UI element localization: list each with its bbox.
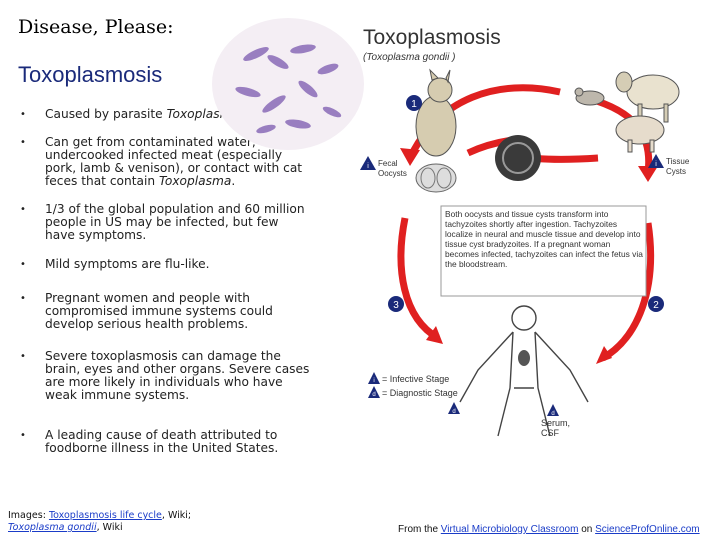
- bullet-item: • 1/3 of the global population and 60 mi…: [18, 203, 310, 242]
- bullet-text: Mild symptoms are flu-like.: [45, 257, 210, 271]
- footer-attribution: From the Virtual Microbiology Classroom …: [398, 524, 700, 535]
- svg-text:d: d: [452, 409, 455, 415]
- description-box: [440, 205, 647, 297]
- credit-link-lifecycle[interactable]: Toxoplasmosis life cycle: [48, 510, 162, 521]
- bullet-text: 1/3 of the global population and 60 mill…: [45, 202, 305, 242]
- sheep-illustration: [615, 71, 680, 123]
- bullet-dot: •: [20, 430, 26, 441]
- footer-link-site[interactable]: ScienceProfOnline.com: [595, 524, 700, 535]
- life-cycle-diagram: Toxoplasmosis (Toxoplasma gondii ): [360, 26, 690, 438]
- legend-diagnostic: = Diagnostic Stage: [382, 388, 458, 398]
- image-credits: Images: Toxoplasmosis life cycle, Wiki; …: [8, 510, 191, 534]
- bullet-italic: Toxoplasma: [158, 174, 232, 188]
- bullet-text: Pregnant women and people with compromis…: [45, 291, 273, 331]
- bullet-dot: •: [20, 259, 26, 270]
- diagram-title: Toxoplasmosis: [363, 26, 501, 49]
- footer-link-classroom[interactable]: Virtual Microbiology Classroom: [440, 524, 579, 535]
- diagram-subtitle: (Toxoplasma gondii ): [363, 52, 455, 63]
- bullet-after: .: [231, 174, 236, 188]
- tissue-cyst-image: [495, 135, 541, 181]
- bullet-item: • Severe toxoplasmosis can damage the br…: [18, 350, 310, 402]
- credits-sep: , Wiki: [96, 522, 123, 533]
- bullet-dot: •: [20, 351, 26, 362]
- bullet-dot: •: [20, 137, 26, 148]
- bullet-text: Caused by parasite: [45, 107, 167, 121]
- fetus-marker: [518, 350, 530, 366]
- bullet-list: • Caused by parasite Toxoplasma gondii. …: [18, 108, 310, 455]
- svg-text:i: i: [367, 163, 369, 170]
- svg-text:d: d: [372, 392, 375, 398]
- svg-text:i: i: [373, 378, 374, 384]
- step-badge-3: 3: [388, 296, 404, 312]
- step-badge-1: 1: [406, 95, 422, 111]
- legend-infective: = Infective Stage: [382, 374, 449, 384]
- slide-title: Toxoplasmosis: [18, 62, 163, 87]
- step-number: 2: [653, 300, 659, 311]
- pig-illustration: [615, 115, 665, 153]
- microscope-image: [212, 18, 364, 150]
- bullet-item: • Can get from contaminated water, eatin…: [18, 136, 310, 188]
- step-number: 3: [393, 300, 399, 311]
- cat-illustration: [415, 68, 457, 157]
- human-figure: [459, 305, 589, 437]
- credit-link-gondii[interactable]: Toxoplasma gondii: [8, 522, 97, 533]
- svg-text:i: i: [655, 161, 657, 168]
- bullet-item: • A leading cause of death attributed to…: [18, 429, 310, 455]
- arrow-heads: [400, 148, 658, 364]
- step-number: 1: [411, 99, 417, 110]
- description-text: Both oocysts and tissue cysts transform …: [445, 209, 643, 269]
- step-badge-2: 2: [648, 296, 664, 312]
- credits-prefix: Images:: [8, 510, 49, 521]
- footer-prefix: From the: [398, 524, 441, 535]
- header-text: Disease, Please:: [18, 16, 174, 38]
- bullet-text: Severe toxoplasmosis can damage the brai…: [45, 349, 310, 402]
- bullet-text: Can get from contaminated water, eating …: [45, 135, 303, 188]
- footer-mid: on: [578, 524, 596, 535]
- oocyst-image: [415, 163, 457, 193]
- bullet-dot: •: [20, 204, 26, 215]
- bullet-item: • Mild symptoms are flu-like.: [18, 258, 310, 271]
- bullet-dot: •: [20, 293, 26, 304]
- infective-marker-fecal: i: [360, 156, 376, 170]
- mouse-illustration: [574, 87, 605, 106]
- serum-csf-label: Serum,CSF: [541, 418, 570, 438]
- credits-sep: , Wiki;: [161, 510, 192, 521]
- svg-text:d: d: [551, 411, 554, 417]
- diagnostic-marker-hand: d: [448, 402, 460, 415]
- diagnostic-marker-serum: d: [547, 404, 559, 417]
- legend: i = Infective Stage d = Diagnostic Stage: [368, 372, 458, 398]
- bullet-item: • Pregnant women and people with comprom…: [18, 292, 310, 331]
- bullet-dot: •: [20, 109, 26, 120]
- infective-marker-tissue: i: [648, 154, 664, 168]
- bullet-text: A leading cause of death attributed to f…: [45, 428, 279, 455]
